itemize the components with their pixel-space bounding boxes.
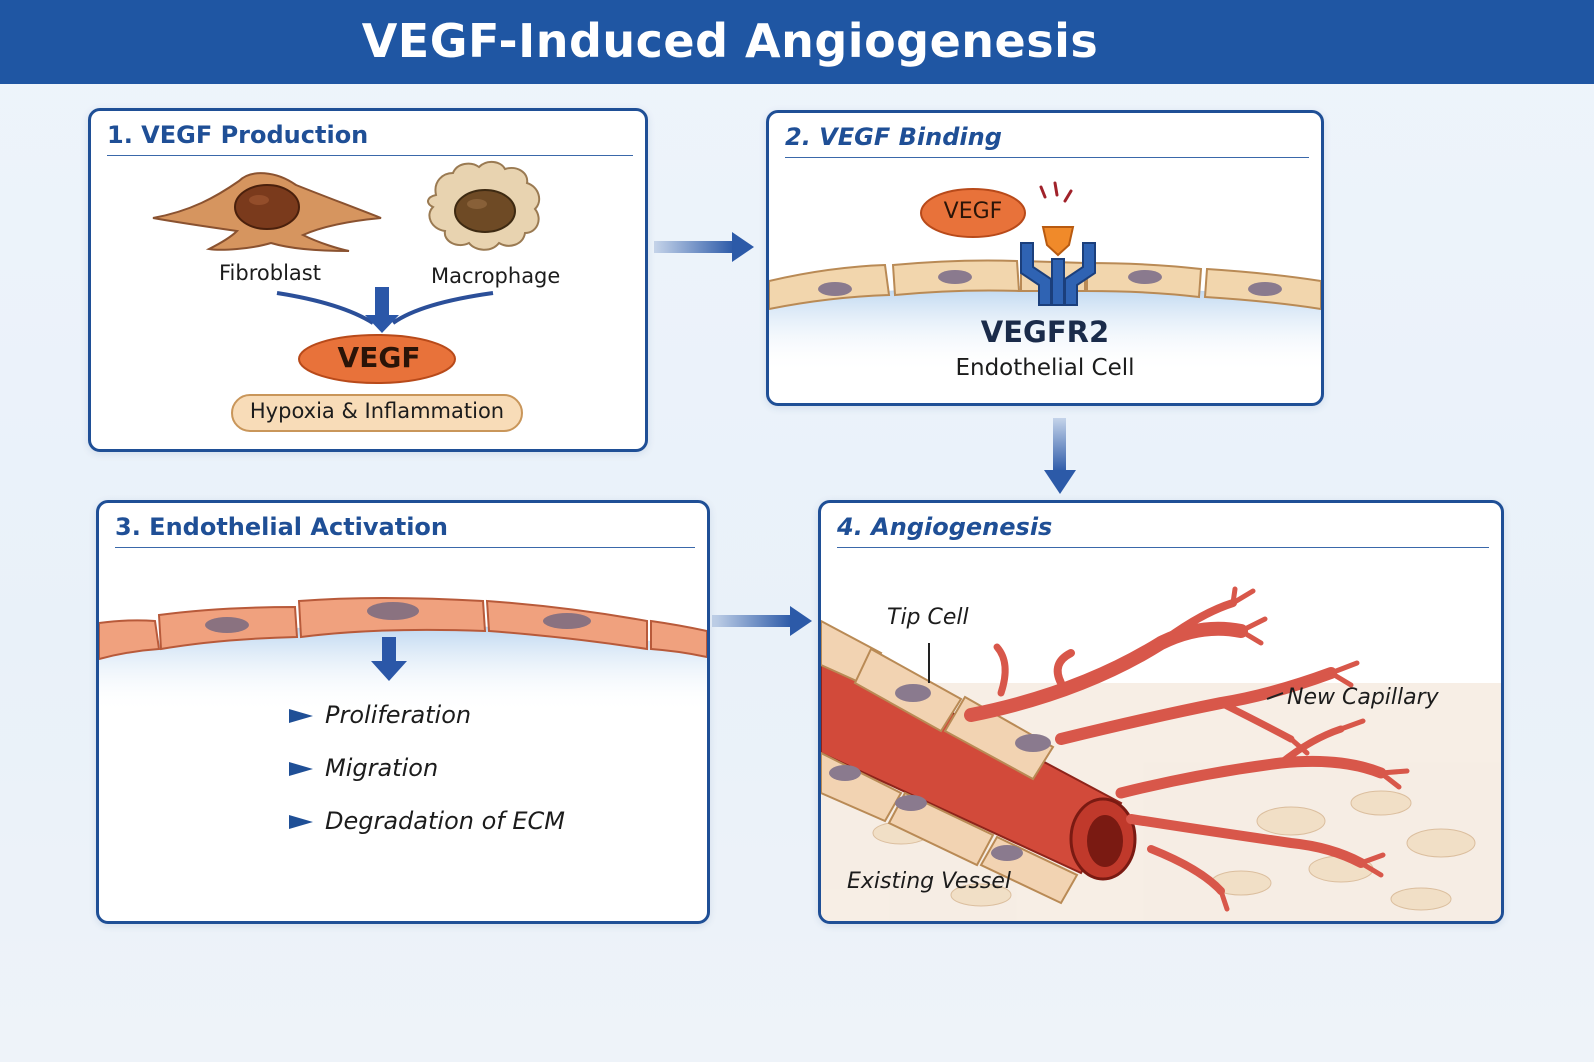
panel-title: 1. VEGF Production [107,121,369,149]
page-title: VEGF-Induced Angiogenesis [361,14,1099,68]
divider [107,155,633,156]
vegf-label: VEGF [943,199,1003,224]
panel-endothelial-activation: 3. Endothelial Activation Prol [96,500,710,924]
arrow-right-icon [712,606,812,636]
bullet-icon [289,709,313,723]
macrophage-label: Macrophage [431,264,561,288]
trigger-label: Hypoxia & Inflammation [249,399,505,423]
vegf-label: VEGF [337,341,421,374]
fibroblast-label: Fibroblast [219,261,321,285]
binding-illustration [769,181,1321,373]
effect-proliferation: Proliferation [325,701,472,729]
effect-migration: Migration [325,754,439,782]
signal-icon [1039,181,1073,203]
activated-endothelial-layer-icon [99,597,707,661]
bullet-icons [289,709,313,829]
effect-ecm-degradation: Degradation of ECM [325,807,565,835]
trigger-pill-icon [231,394,523,432]
angiogenesis-illustration [821,586,1501,921]
panel-vegf-binding: 2. VEGF Binding [766,110,1324,406]
receptor-label: VEGFR2 [980,315,1110,349]
panel-title: 4. Angiogenesis [837,513,1053,541]
divider [837,547,1489,548]
vegf-pill-icon [298,334,456,384]
vegfr2-receptor-icon [1020,242,1096,306]
production-illustration [152,161,541,432]
new-capillary-label: New Capillary [1287,685,1439,710]
cell-label: Endothelial Cell [955,355,1135,381]
new-capillary-icon [964,586,1410,912]
bound-vegf-icon [1041,226,1075,257]
panel-title: 3. Endothelial Activation [115,513,448,541]
bullet-icon [289,815,313,829]
panel-angiogenesis: 4. Angiogenesis [818,500,1504,924]
divider [785,157,1309,158]
arrow-down-icon [1044,418,1076,494]
existing-vessel-label: Existing Vessel [847,869,1012,894]
existing-vessel-icon [821,619,1137,905]
arrow-right-icon [654,232,754,262]
vegf-pill-icon [920,188,1026,238]
convergence-arrow-icon [276,287,494,333]
panel-vegf-production: 1. VEGF Production Fibroblast Macrophage… [88,108,648,452]
arrow-down-icon [371,637,407,681]
bullet-icon [289,762,313,776]
tip-cell-label: Tip Cell [887,605,969,630]
activation-illustration [99,597,707,829]
fibroblast-cell-icon [152,172,382,252]
macrophage-cell-icon [427,161,541,251]
divider [115,547,695,548]
capillary-pointer [1266,692,1284,700]
panel-title: 2. VEGF Binding [785,123,1002,151]
title-banner: VEGF-Induced Angiogenesis [0,0,1594,84]
